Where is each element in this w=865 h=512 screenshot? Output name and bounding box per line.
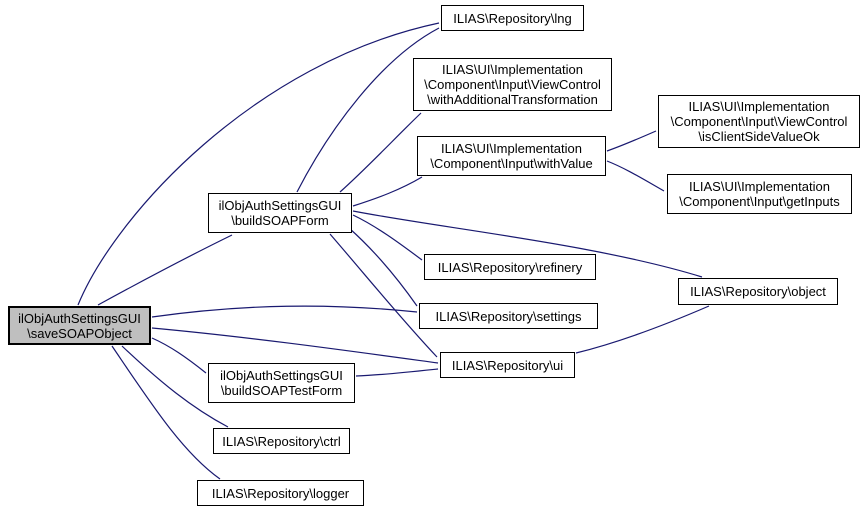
node-label-line: \Component\Input\ViewControl xyxy=(670,114,848,129)
node-label-line: ilObjAuthSettingsGUI xyxy=(18,310,141,326)
edge-save-soap-object-to-ui xyxy=(151,327,439,364)
edge-save-soap-object-to-settings xyxy=(151,305,418,318)
edge-save-soap-object-to-lng xyxy=(77,22,440,306)
node-label-line: \Component\Input\getInputs xyxy=(679,194,840,209)
node-label-line: ILIAS\Repository\refinery xyxy=(437,259,583,275)
node-build-soap-test-form[interactable]: ilObjAuthSettingsGUI\buildSOAPTestForm xyxy=(208,363,355,403)
node-label-line: ilObjAuthSettingsGUI xyxy=(218,198,342,213)
node-lng[interactable]: ILIAS\Repository\lng xyxy=(441,5,584,31)
node-label-line: ILIAS\Repository\settings xyxy=(435,308,582,324)
node-label-line: \buildSOAPTestForm xyxy=(220,383,343,398)
node-label-line: \Component\Input\withValue xyxy=(430,156,593,171)
edge-build-soap-test-form-to-ui xyxy=(355,368,439,377)
edge-save-soap-object-to-build-soap-test-form xyxy=(151,337,207,374)
node-label-line: \buildSOAPForm xyxy=(231,213,329,228)
edge-ui-to-object xyxy=(575,305,710,354)
node-with-additional-transformation[interactable]: ILIAS\UI\Implementation\Component\Input\… xyxy=(413,58,612,111)
node-label-line: \Component\Input\ViewControl xyxy=(424,77,601,92)
node-label-line: ILIAS\Repository\ctrl xyxy=(222,433,341,449)
edge-save-soap-object-to-ctrl xyxy=(121,345,229,428)
edge-save-soap-object-to-logger xyxy=(111,345,221,480)
node-label-line: \isClientSideValueOk xyxy=(698,129,820,144)
node-label-line: ilObjAuthSettingsGUI xyxy=(220,368,343,383)
node-label-line: ILIAS\Repository\lng xyxy=(453,10,572,26)
node-label-line: ILIAS\UI\Implementation xyxy=(688,99,830,114)
edge-build-soap-form-to-with-value xyxy=(352,176,423,207)
node-label-line: ILIAS\Repository\ui xyxy=(451,357,564,373)
edge-build-soap-form-to-object xyxy=(352,210,703,278)
node-build-soap-form[interactable]: ilObjAuthSettingsGUI\buildSOAPForm xyxy=(208,193,352,233)
node-get-inputs[interactable]: ILIAS\UI\Implementation\Component\Input\… xyxy=(667,174,852,214)
edge-build-soap-form-to-ui xyxy=(329,233,438,358)
node-label-line: ILIAS\Repository\object xyxy=(690,284,826,299)
node-label-line: ILIAS\UI\Implementation xyxy=(441,141,582,156)
node-save-soap-object[interactable]: ilObjAuthSettingsGUI\saveSOAPObject xyxy=(8,306,151,345)
edge-build-soap-form-to-with-additional-transformation xyxy=(339,112,422,193)
node-settings[interactable]: ILIAS\Repository\settings xyxy=(419,303,598,329)
node-object[interactable]: ILIAS\Repository\object xyxy=(678,278,838,305)
node-label-line: \withAdditionalTransformation xyxy=(427,92,598,107)
node-label-line: ILIAS\UI\Implementation xyxy=(689,179,830,194)
node-label-line: ILIAS\UI\Implementation xyxy=(442,62,583,77)
node-label-line: \saveSOAPObject xyxy=(27,325,132,341)
node-with-value[interactable]: ILIAS\UI\Implementation\Component\Input\… xyxy=(417,136,606,176)
node-ui[interactable]: ILIAS\Repository\ui xyxy=(440,352,575,378)
node-label-line: ILIAS\Repository\logger xyxy=(211,485,350,501)
edge-with-value-to-get-inputs xyxy=(606,160,665,192)
node-is-client-side-value-ok[interactable]: ILIAS\UI\Implementation\Component\Input\… xyxy=(658,95,860,148)
edge-build-soap-form-to-refinery xyxy=(352,214,423,261)
node-logger[interactable]: ILIAS\Repository\logger xyxy=(197,480,364,506)
edge-with-value-to-is-client-side-value-ok xyxy=(606,130,657,152)
node-ctrl[interactable]: ILIAS\Repository\ctrl xyxy=(213,428,350,454)
edge-build-soap-form-to-lng xyxy=(296,27,440,193)
edge-build-soap-form-to-settings xyxy=(348,227,418,307)
edge-save-soap-object-to-build-soap-form xyxy=(97,234,233,306)
node-refinery[interactable]: ILIAS\Repository\refinery xyxy=(424,254,596,280)
